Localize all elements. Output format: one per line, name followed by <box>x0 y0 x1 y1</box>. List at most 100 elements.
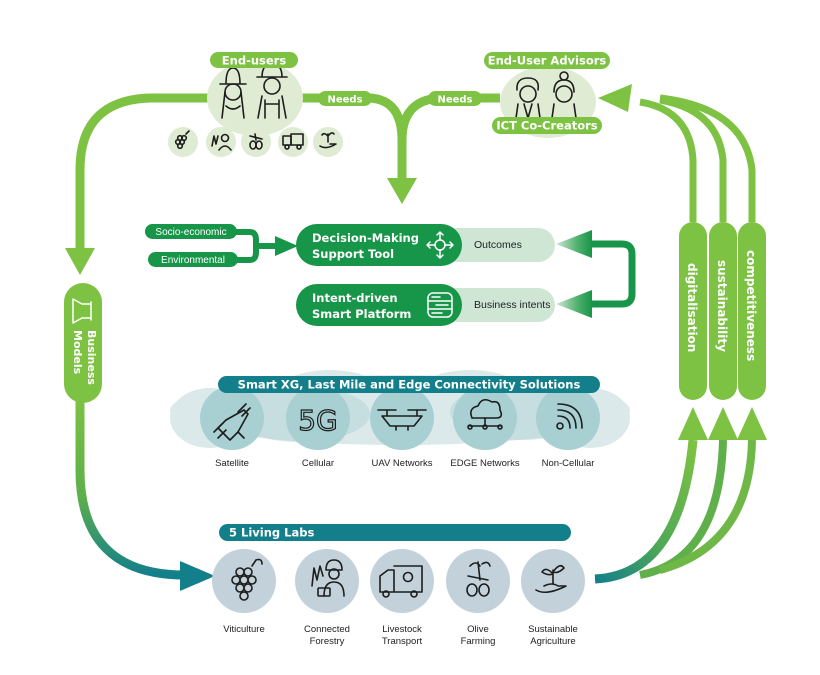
forestry-label-1: Connected <box>304 624 350 635</box>
input-environmental <box>148 252 238 267</box>
flow-arrow-endusers-to-business <box>75 93 210 250</box>
advisors-top-pill <box>484 52 610 69</box>
input-socio-economic-label: Socio-economic <box>155 227 226 238</box>
business-models-line2: Models <box>71 330 84 375</box>
flow-arrow-pillar1-to-advisors <box>639 98 697 222</box>
cellular-label: Cellular <box>302 458 334 469</box>
livestock-truck-icon <box>379 565 423 598</box>
advisors-top-label: End-User Advisors <box>488 54 607 68</box>
arrow-head-pillar-3 <box>737 407 767 440</box>
compass-gear-icon <box>426 231 454 259</box>
business-models-line1: Business <box>85 330 98 385</box>
livestock-label-2: Transport <box>382 636 423 647</box>
arrow-head-pillar-2 <box>708 407 738 440</box>
connectivity-section: 5G Smart XG, Last Mile and Edge Connecti… <box>170 370 630 469</box>
viticulture-circle <box>212 549 276 613</box>
grapes-icon <box>231 558 263 601</box>
flask-icon <box>72 298 92 324</box>
arrow-head-business <box>65 248 95 275</box>
viticulture-label: Viticulture <box>223 624 265 635</box>
living-labs-section: 5 Living Labs Viticulture <box>212 524 585 647</box>
seedling-hand-icon <box>535 564 567 594</box>
end-users-pill <box>210 52 298 68</box>
dmst-pill <box>296 224 462 266</box>
advisors-group: End-User Advisors ICT Co-Creators <box>484 52 610 138</box>
pillar-label-competitiveness: competitiveness <box>744 250 758 361</box>
olive-circle <box>446 549 510 613</box>
sliders-panel-icon <box>427 292 453 318</box>
pillar-competitiveness <box>738 222 766 400</box>
olive-icon <box>466 561 491 597</box>
flow-arrow-labs-to-pillars-2 <box>639 439 727 579</box>
outcomes-label: Outcomes <box>474 239 522 251</box>
pillar-label-sustainability: sustainability <box>715 260 729 352</box>
advisors-couple-icon <box>515 71 577 119</box>
platform-title-line1: Intent-driven <box>312 291 398 305</box>
needs-pill-right <box>428 91 482 106</box>
agriculture-label-1: Sustainable <box>528 624 578 635</box>
forestry-worker-icon <box>311 559 345 597</box>
needs-label-right: Needs <box>437 95 472 106</box>
uav-label: UAV Networks <box>371 458 432 469</box>
pillar-digitalisation <box>679 222 707 400</box>
intent-driven-smart-platform: Business intents Intent-driven Smart Pla… <box>296 284 555 326</box>
business-models: Business Models <box>64 283 102 403</box>
flow-arrow-labs-to-pillars-3 <box>658 439 756 574</box>
arrow-head-advisors <box>598 84 632 112</box>
decision-making-support-tool: Outcomes Decision-Making Support Tool <box>296 224 555 266</box>
end-users-mini-icons <box>168 127 343 157</box>
input-socio-economic <box>145 224 237 239</box>
satellite-circle <box>200 386 264 450</box>
end-users-label: End-users <box>222 54 287 68</box>
olive-label-1: Olive <box>467 624 489 635</box>
feedback-arrow-outcomes <box>556 230 592 258</box>
arrow-head-pillar-1 <box>678 407 708 440</box>
pillar-sustainability <box>709 222 737 400</box>
needs-pill-left <box>318 91 372 106</box>
living-labs-title-pill <box>219 524 571 541</box>
advisors-bottom-pill <box>492 117 602 134</box>
wireless-signal-icon <box>556 403 583 430</box>
flow-arrow-business-to-labs <box>75 395 186 580</box>
arrow-head-dmst <box>387 178 417 204</box>
flow-arrow-pillar3-to-advisors <box>659 94 756 222</box>
business-intents-pill <box>430 288 555 322</box>
connectivity-title: Smart XG, Last Mile and Edge Connectivit… <box>238 378 581 392</box>
dmst-title-line2: Support Tool <box>312 247 394 261</box>
business-intents-label: Business intents <box>474 299 550 311</box>
input-environmental-label: Environmental <box>161 255 225 266</box>
end-users-bubble <box>207 60 303 136</box>
value-pillars: digitalisation sustainability competitiv… <box>679 222 766 400</box>
feedback-loop <box>590 240 636 308</box>
mini-grapes-icon <box>168 127 198 157</box>
uav-circle <box>370 386 434 450</box>
farmer-couple-icon <box>219 63 288 119</box>
satellite-icon <box>213 403 251 441</box>
drone-icon <box>377 409 427 431</box>
platform-title-line2: Smart Platform <box>312 307 411 321</box>
cloud-network-icon <box>467 398 503 430</box>
feedback-arrow-intents <box>556 290 592 318</box>
mini-forestry-worker-icon <box>206 127 236 157</box>
living-labs-title: 5 Living Labs <box>229 526 314 540</box>
dmst-title-line1: Decision-Making <box>312 231 419 245</box>
cellular-circle <box>286 386 350 450</box>
arrow-head-labs <box>180 561 215 591</box>
platform-pill <box>296 284 462 326</box>
advisors-bottom-label: ICT Co-Creators <box>496 119 597 133</box>
olive-label-2: Farming <box>461 636 496 647</box>
end-users-group: End-users <box>168 52 343 157</box>
pillar-label-digitalisation: digitalisation <box>685 263 699 352</box>
inputs-bracket <box>232 229 278 263</box>
forestry-circle <box>295 549 359 613</box>
needs-label-left: Needs <box>327 95 362 106</box>
agriculture-label-2: Agriculture <box>530 636 575 647</box>
flow-arrow-labs-to-pillars <box>594 439 698 584</box>
connectivity-title-pill <box>218 376 600 393</box>
arrow-head-inputs <box>275 236 298 256</box>
5g-icon: 5G <box>298 404 338 437</box>
edge-label: EDGE Networks <box>450 458 519 469</box>
forestry-label-2: Forestry <box>310 636 345 647</box>
outcomes-pill <box>430 228 555 262</box>
